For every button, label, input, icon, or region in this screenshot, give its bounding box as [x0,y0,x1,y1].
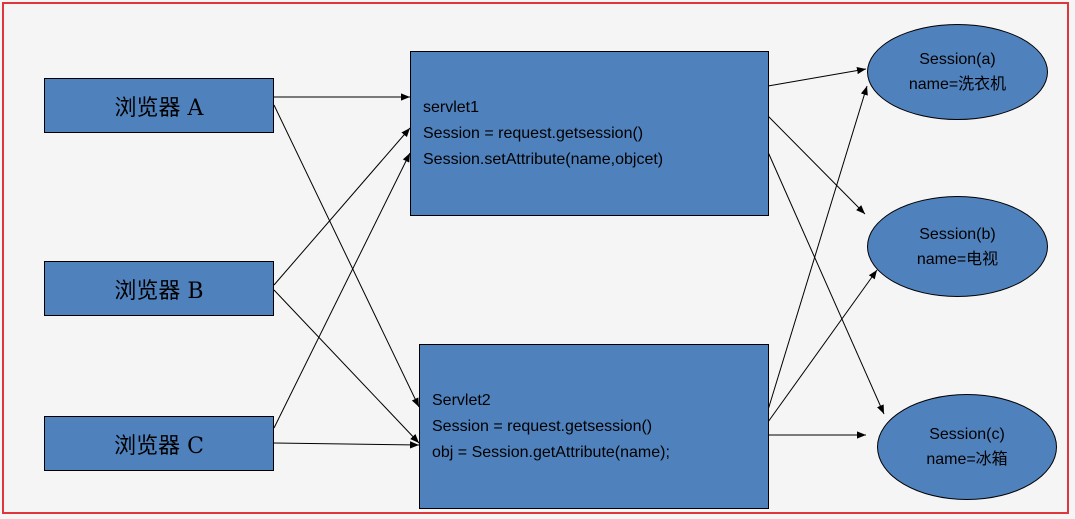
browser-b-label: 浏览器 B [114,278,204,304]
servlet2-title: Servlet2 [432,391,491,409]
arrow-browser-a-to-servlet2 [273,104,420,408]
arrow-browser-b-to-servlet1 [273,127,411,286]
servlet2-box: Servlet2 Session = request.getsession() … [419,344,769,509]
diagram-frame [2,2,1069,514]
browser-a-box: 浏览器 A [44,78,274,133]
servlet1-line-getsession: Session = request.getsession() [423,124,644,142]
arrow-browser-b-to-servlet2 [273,289,420,444]
browser-b-box: 浏览器 B [44,261,274,316]
session-b-value: name=电视 [916,250,999,268]
servlet2-line-getattribute: obj = Session.getAttribute(name); [432,443,670,461]
session-a-title: Session(a) [919,51,996,68]
arrow-servlet2-to-session-a [767,85,868,411]
browser-a-label: 浏览器 A [114,95,204,121]
arrow-browser-c-to-servlet1 [273,152,411,429]
session-b-ellipse: Session(b) name=电视 [867,196,1048,297]
servlet1-title: servlet1 [423,98,480,116]
arrow-servlet1-to-session-a [767,66,867,87]
servlet2-line-getsession: Session = request.getsession() [432,417,653,435]
session-b-title: Session(b) [919,225,996,243]
session-c-ellipse: Session(c) name=冰箱 [877,394,1057,500]
browser-c-label: 浏览器 C [114,433,204,459]
browser-c-box: 浏览器 C [44,416,274,471]
session-c-title: Session(c) [929,426,1005,443]
arrow-browser-c-to-servlet2 [273,441,420,449]
arrow-servlet2-to-session-b [767,269,878,423]
session-a-ellipse: Session(a) name=洗衣机 [867,24,1048,120]
session-a-value: name=洗衣机 [908,76,1007,93]
servlet1-box: servlet1 Session = request.getsession() … [410,51,769,216]
arrow-servlet1-to-session-b [767,115,866,215]
servlet1-line-setattribute: Session.setAttribute(name,objcet) [423,150,664,168]
session-c-value: name=冰箱 [926,451,1008,468]
arrow-servlet1-to-session-c [767,151,885,415]
